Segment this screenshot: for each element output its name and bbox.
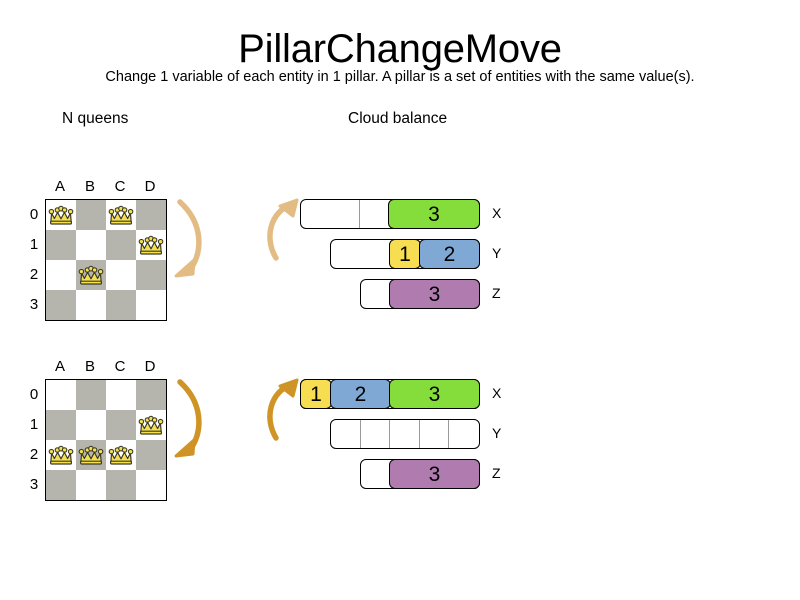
cloud-balance-section-caption: Cloud balance <box>348 110 448 127</box>
row-label-1: 1 <box>29 415 39 433</box>
computer-label-y: Y <box>492 245 502 261</box>
board-cell-C3[interactable] <box>106 290 136 320</box>
column-label-d: D <box>144 178 156 195</box>
board-grid[interactable] <box>45 199 167 321</box>
process-segment-2[interactable]: 2 <box>330 379 391 409</box>
board-cell-A1[interactable] <box>46 230 76 260</box>
queen-icon <box>108 444 134 466</box>
queen-icon <box>48 204 74 226</box>
board-cell-D0[interactable] <box>136 380 166 410</box>
row-label-0: 0 <box>29 205 39 223</box>
board-cell-C2[interactable] <box>106 440 136 470</box>
board-cell-B1[interactable] <box>76 410 106 440</box>
board-cell-A2[interactable] <box>46 440 76 470</box>
row-label-1: 1 <box>29 235 39 253</box>
computer-label-y: Y <box>492 425 502 441</box>
board-cell-D1[interactable] <box>136 410 166 440</box>
board-cell-A3[interactable] <box>46 290 76 320</box>
board-cell-D1[interactable] <box>136 230 166 260</box>
board-cell-D2[interactable] <box>136 440 166 470</box>
bar-empty-cell <box>390 420 420 448</box>
process-segment-3[interactable]: 3 <box>388 199 480 229</box>
bar-empty-cell <box>331 420 361 448</box>
column-label-c: C <box>114 358 126 375</box>
computer-capacity-bar[interactable] <box>330 419 480 449</box>
column-label-d: D <box>144 358 156 375</box>
row-label-2: 2 <box>29 265 39 283</box>
row-label-2: 2 <box>29 445 39 463</box>
board-cell-C0[interactable] <box>106 380 136 410</box>
board-cell-B1[interactable] <box>76 230 106 260</box>
page-title: PillarChangeMove <box>238 27 562 71</box>
board-cell-B3[interactable] <box>76 470 106 500</box>
queen-icon <box>78 264 104 286</box>
board-cell-D2[interactable] <box>136 260 166 290</box>
row-label-3: 3 <box>29 295 39 313</box>
computer-label-x: X <box>492 385 502 401</box>
row-label-0: 0 <box>29 385 39 403</box>
board-cell-C3[interactable] <box>106 470 136 500</box>
board-cell-A0[interactable] <box>46 200 76 230</box>
row-label-3: 3 <box>29 475 39 493</box>
column-label-b: B <box>84 358 95 375</box>
queen-icon <box>138 414 164 436</box>
computer-bar-row-y: Y <box>330 419 501 449</box>
queen-icon <box>138 234 164 256</box>
column-label-b: B <box>84 178 95 195</box>
process-segment-1[interactable]: 1 <box>300 379 332 409</box>
board-cell-C1[interactable] <box>106 410 136 440</box>
board-cell-D3[interactable] <box>136 290 166 320</box>
bar-empty-cell <box>420 420 450 448</box>
board-cell-A3[interactable] <box>46 470 76 500</box>
change-arrow-icon-nqueens-after <box>168 376 212 467</box>
column-labels: A B C D <box>45 178 165 196</box>
board-cell-C1[interactable] <box>106 230 136 260</box>
nqueens-section-caption: N queens <box>62 110 129 127</box>
queen-icon <box>48 444 74 466</box>
queen-icon <box>78 444 104 466</box>
board-cell-A2[interactable] <box>46 260 76 290</box>
bar-empty-cell <box>301 200 361 228</box>
board-cell-B0[interactable] <box>76 380 106 410</box>
process-segment-1[interactable]: 1 <box>389 239 421 269</box>
computer-label-z: Z <box>492 285 501 301</box>
board-cell-A0[interactable] <box>46 380 76 410</box>
process-segment-3[interactable]: 3 <box>389 279 480 309</box>
board-cell-D3[interactable] <box>136 470 166 500</box>
change-arrow-icon-cloud-after <box>266 376 302 449</box>
board-grid[interactable] <box>45 379 167 501</box>
board-cell-A1[interactable] <box>46 410 76 440</box>
column-label-c: C <box>114 178 126 195</box>
board-cell-B2[interactable] <box>76 260 106 290</box>
board-cell-C0[interactable] <box>106 200 136 230</box>
change-arrow-icon-nqueens <box>168 196 212 287</box>
queen-icon <box>108 204 134 226</box>
board-cell-B2[interactable] <box>76 440 106 470</box>
board-cell-B0[interactable] <box>76 200 106 230</box>
page-subtitle: Change 1 variable of each entity in 1 pi… <box>105 69 695 85</box>
board-cell-B3[interactable] <box>76 290 106 320</box>
row-labels: 0 1 2 3 <box>26 199 42 319</box>
process-segment-3[interactable]: 3 <box>389 459 480 489</box>
computer-label-x: X <box>492 205 502 221</box>
row-labels: 0 1 2 3 <box>26 379 42 499</box>
bar-empty-cell <box>361 420 391 448</box>
column-labels: A B C D <box>45 358 165 376</box>
column-label-a: A <box>54 178 65 195</box>
column-label-a: A <box>54 358 65 375</box>
board-cell-C2[interactable] <box>106 260 136 290</box>
board-cell-D0[interactable] <box>136 200 166 230</box>
process-segment-2[interactable]: 2 <box>419 239 480 269</box>
change-arrow-icon-cloud <box>266 196 302 269</box>
bar-empty-cell <box>449 420 479 448</box>
computer-label-z: Z <box>492 465 501 481</box>
process-segment-3[interactable]: 3 <box>389 379 480 409</box>
